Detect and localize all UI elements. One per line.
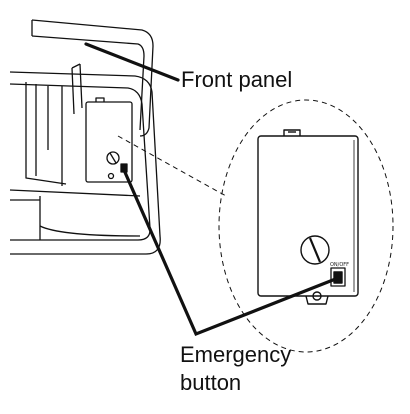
control-box-enlarged: ON/OFF (257, 129, 359, 305)
emergency-label-line2: button (180, 370, 241, 395)
zoom-connector-top (117, 135, 227, 197)
control-box-body (257, 135, 359, 297)
zoom-callout (117, 99, 394, 353)
lower-curve (39, 225, 141, 237)
unit-body-outline (9, 71, 161, 255)
panel-support-arm (71, 63, 83, 115)
zoom-ellipse (218, 99, 394, 353)
emergency-leader (122, 168, 340, 337)
switch-icon (300, 235, 330, 265)
switch-icon (106, 151, 120, 165)
screw-icon (312, 291, 322, 301)
inner-frame (25, 82, 67, 186)
screw-icon (107, 172, 115, 180)
unit-body-inner (9, 83, 151, 241)
switch-label: ON/OFF (330, 262, 349, 268)
emergency-label-line1: Emergency (180, 342, 291, 367)
front-panel-label: Front panel (181, 67, 292, 92)
leader-lines (84, 42, 340, 337)
lower-panel (9, 189, 141, 240)
front-panel-cover (31, 19, 154, 137)
control-box-top-tab (283, 129, 301, 136)
front-panel-leader (84, 42, 180, 82)
control-box-small (85, 101, 133, 183)
control-box-small-tab (95, 97, 105, 102)
indoor-unit (9, 19, 161, 255)
screw-boss (305, 295, 329, 305)
